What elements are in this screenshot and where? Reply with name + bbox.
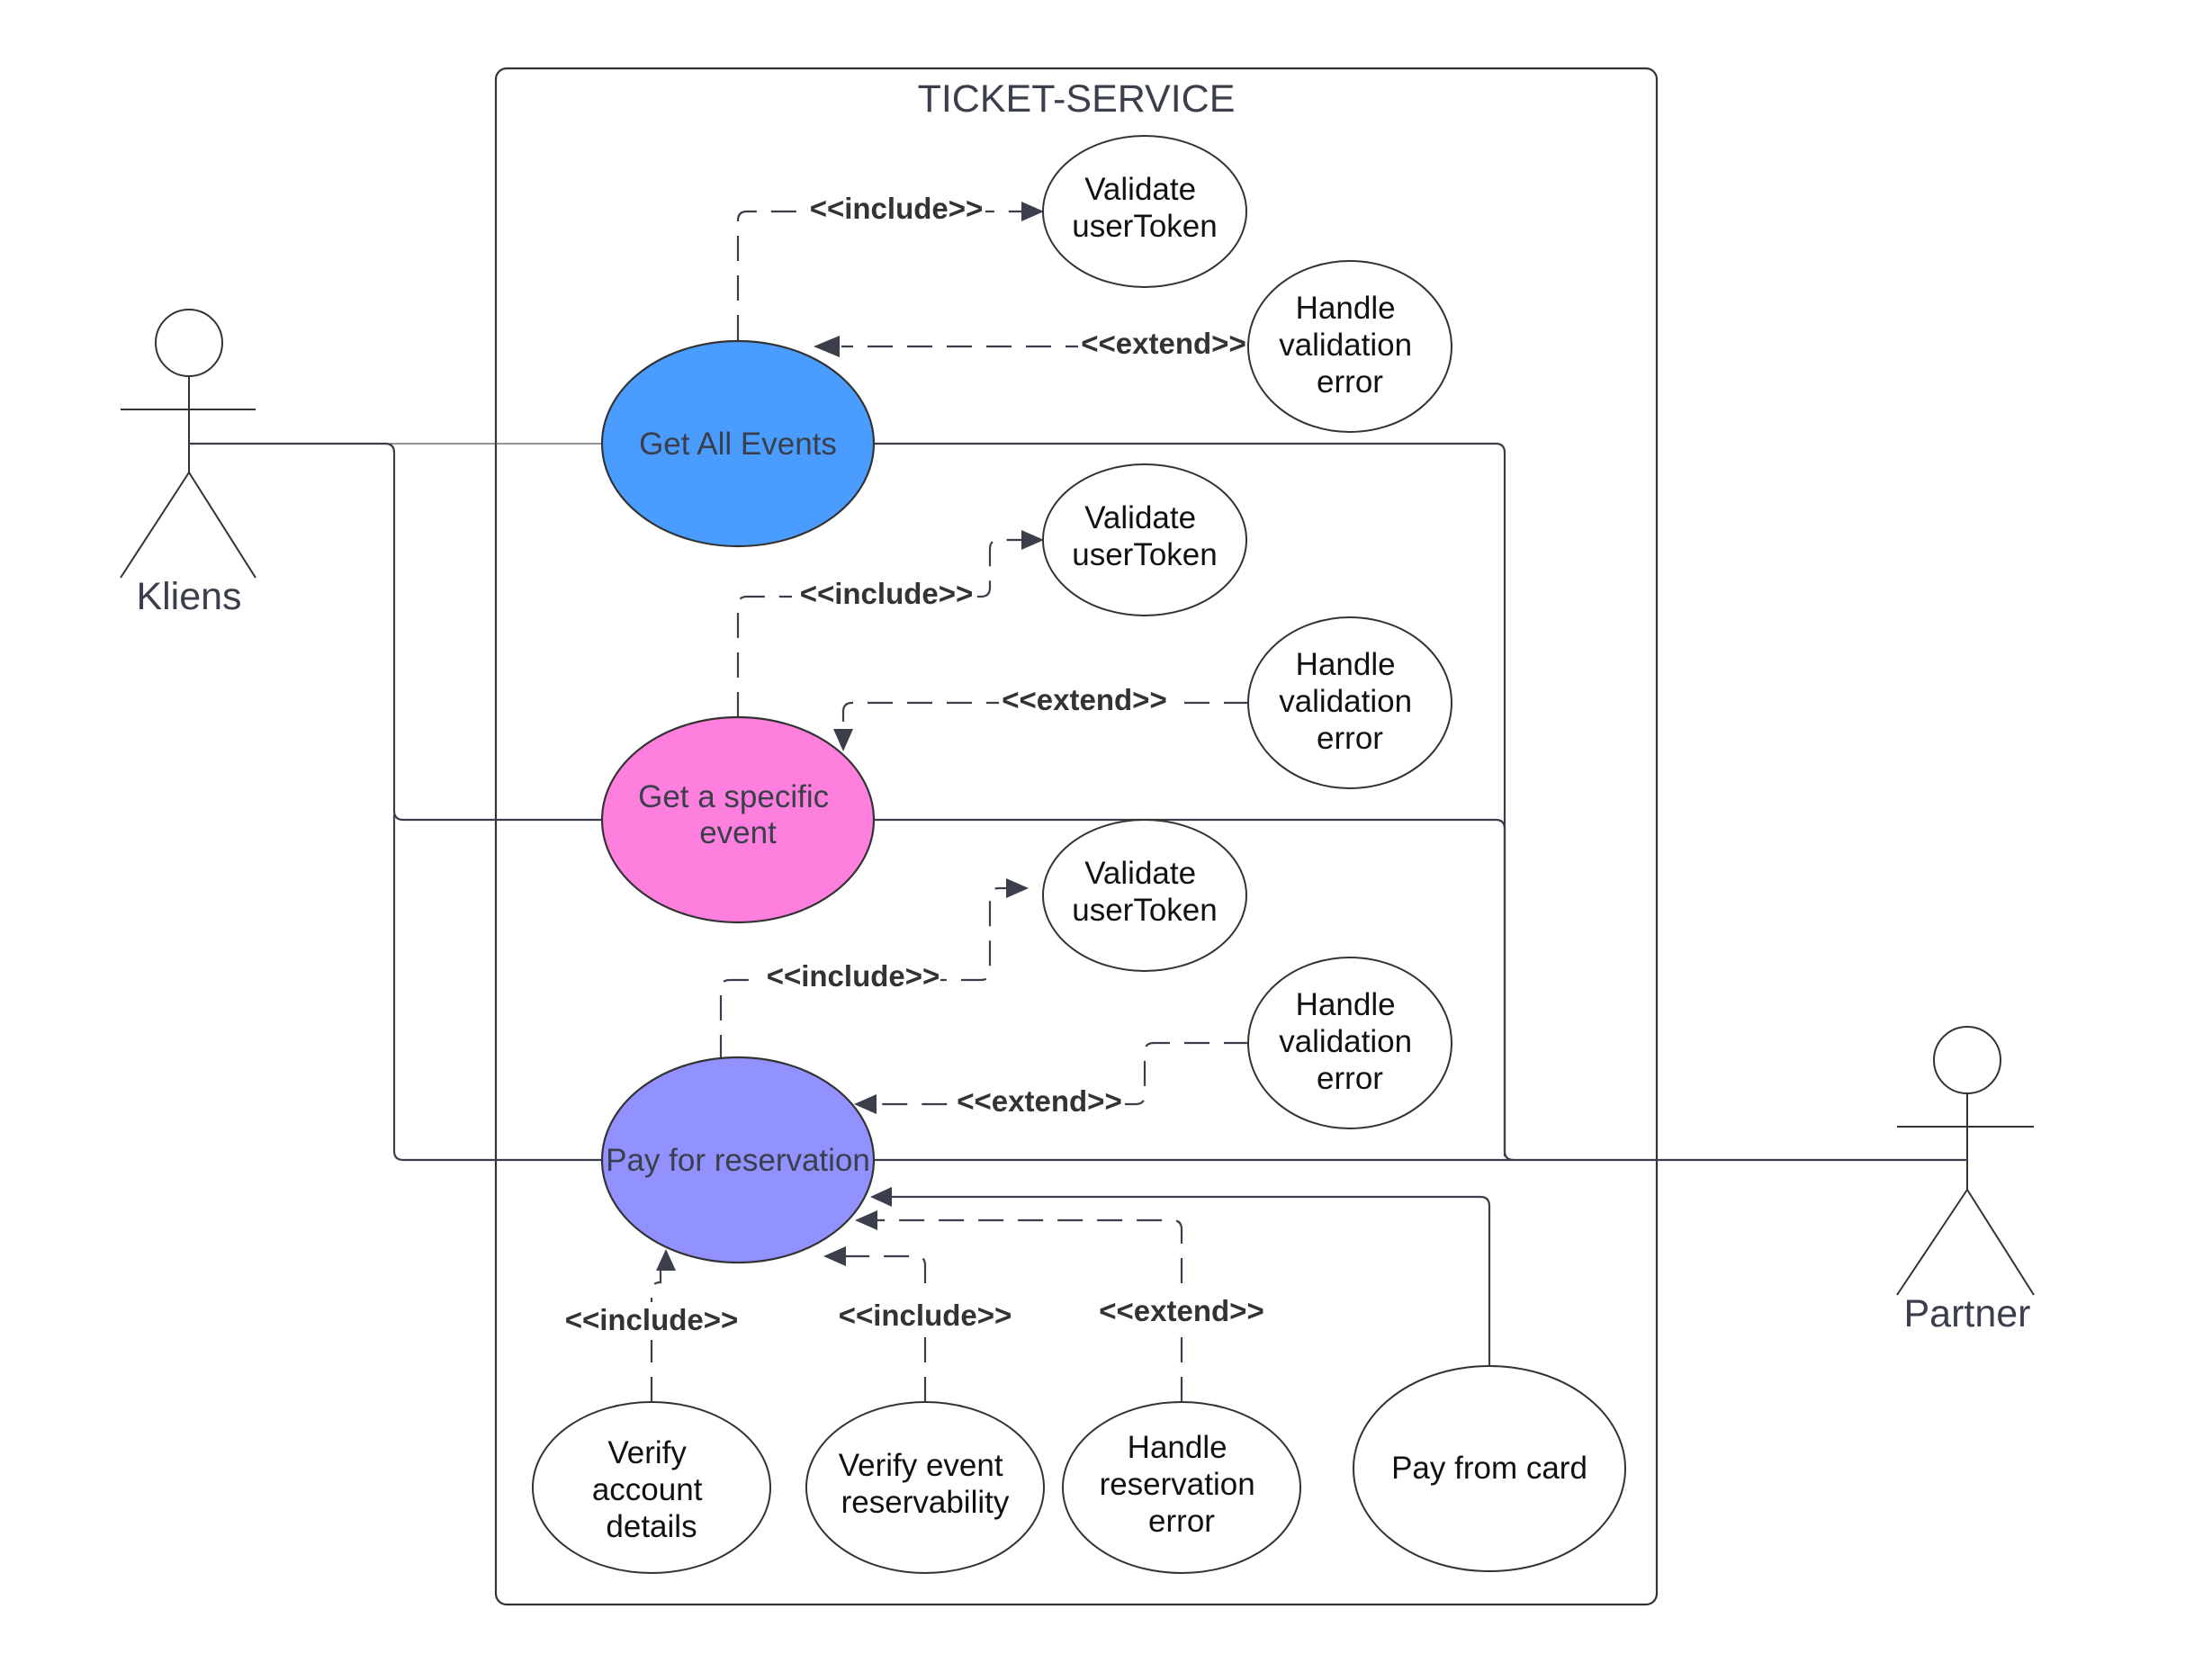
use-case-handle-validation-error-1[interactable]: Handle validation error: [1247, 260, 1452, 433]
actor-partner[interactable]: Partner: [1896, 1026, 2035, 1335]
include-label-verify-account: <<include>>: [565, 1303, 739, 1336]
include-label-2: <<include>>: [800, 577, 974, 610]
use-case-get-all-events-label: Get All Events: [639, 427, 837, 462]
include-label-3: <<include>>: [767, 959, 940, 993]
use-case-get-specific-event-label-2: event: [699, 815, 777, 850]
extend-label-1: <<extend>>: [1081, 327, 1245, 360]
generalization-pay-from-card: [891, 1195, 1491, 1366]
extend-edge-3: [877, 1041, 1249, 1106]
use-case-pay-from-card[interactable]: Pay from card: [1353, 1365, 1626, 1572]
actor-kliens-label: Kliens: [136, 575, 241, 618]
svg-text:Handle validation: Handle validation error: [1279, 291, 1421, 400]
svg-text:Verify event reservabili: Verify event reservability: [839, 1448, 1012, 1520]
system-title: TICKET-SERVICE: [918, 77, 1236, 121]
use-case-validate-token-3[interactable]: Validate userToken: [1042, 819, 1247, 972]
association-kliens-get-specific-event: [189, 442, 602, 822]
use-case-validate-token-1[interactable]: Validate userToken: [1042, 135, 1247, 288]
include-edge-verify-account: [650, 1271, 662, 1402]
svg-text:Get a specific event: Get a specific event: [638, 779, 838, 850]
extend-label-2: <<extend>>: [1002, 683, 1166, 716]
extend-edge-2: [841, 701, 1249, 729]
use-case-handle-validation-error-2[interactable]: Handle validation error: [1247, 616, 1452, 789]
include-edge-2: [736, 538, 1021, 717]
use-case-pay-for-reservation-label: Pay for reservation: [606, 1143, 870, 1178]
include-label-verify-reservability: <<include>>: [839, 1299, 1012, 1332]
extend-label-3: <<extend>>: [957, 1084, 1121, 1118]
use-case-pay-from-card-label: Pay from card: [1391, 1451, 1587, 1486]
use-case-handle-reservation-error[interactable]: Handle reservation error: [1062, 1401, 1301, 1574]
extend-edge-reservation-error: [877, 1218, 1183, 1402]
svg-text:Handle validation: Handle validation error: [1279, 647, 1421, 756]
system-boundary: [494, 67, 1659, 1606]
generalization-arrowhead: [870, 1187, 892, 1207]
use-case-get-specific-event[interactable]: Get a specific event: [600, 715, 876, 924]
use-case-get-all-events[interactable]: Get All Events: [600, 339, 876, 548]
association-kliens-pay-for-reservation: [392, 814, 602, 1162]
actor-partner-label: Partner: [1903, 1292, 2030, 1335]
use-case-verify-account-details[interactable]: Verify account details: [532, 1401, 771, 1574]
use-case-pay-for-reservation[interactable]: Pay for reservation: [600, 1056, 876, 1264]
svg-text:Handle reservation: Handle reservation error: [1100, 1430, 1264, 1539]
svg-text:Validate userToken: Validate userToken: [1072, 500, 1217, 572]
svg-text:Handle validation: Handle validation error: [1279, 987, 1421, 1096]
use-case-verify-event-reservability[interactable]: Verify event reservability: [805, 1401, 1045, 1574]
include-edge-1: [736, 210, 1021, 340]
use-case-handle-validation-error-3[interactable]: Handle validation error: [1247, 957, 1452, 1129]
svg-text:Verify account det: Verify account details: [592, 1435, 711, 1544]
include-label-1: <<include>>: [810, 192, 984, 225]
include-edge-verify-reservability: [846, 1254, 927, 1402]
svg-text:Validate userToken: Validate userToken: [1072, 172, 1217, 244]
use-case-validate-token-2[interactable]: Validate userToken: [1042, 463, 1247, 616]
svg-text:Validate userToken: Validate userToken: [1072, 856, 1217, 928]
use-case-get-specific-event-label-1: Get a specific: [638, 779, 829, 814]
extend-label-reservation-error: <<extend>>: [1099, 1294, 1263, 1327]
association-partner-get-specific-event: [874, 818, 1506, 1156]
actor-kliens[interactable]: Kliens: [120, 309, 256, 618]
